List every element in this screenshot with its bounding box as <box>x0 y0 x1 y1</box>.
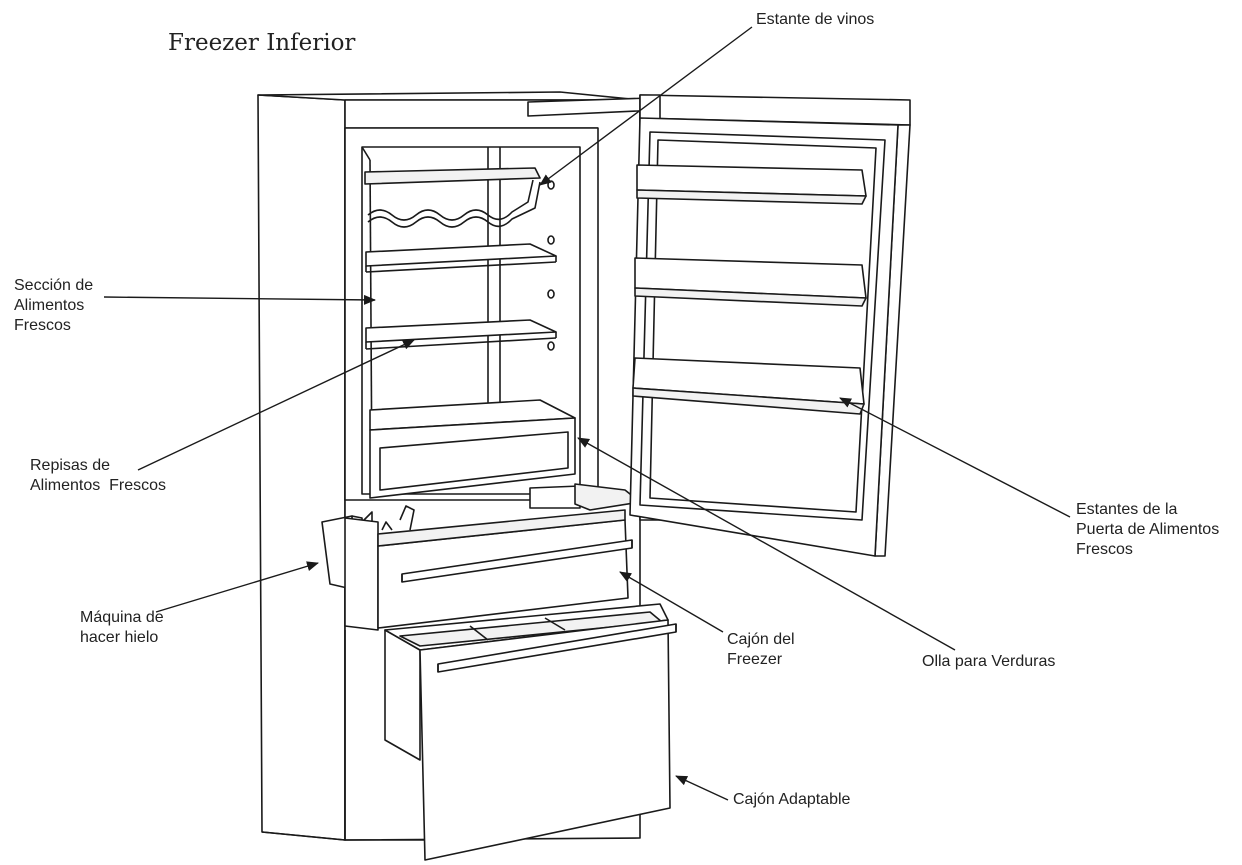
label-door-shelves: Estantes de la Puerta de Alimentos Fresc… <box>1076 500 1219 560</box>
label-vegetable-bin: Olla para Verduras <box>922 652 1055 672</box>
label-freezer-drawer: Cajón del Freezer <box>727 630 795 670</box>
label-wine-rack: Estante de vinos <box>756 10 874 30</box>
leader-adaptable-drawer <box>676 776 728 800</box>
label-fresh-food-section: Sección de Alimentos Frescos <box>14 276 93 336</box>
label-adaptable-drawer: Cajón Adaptable <box>733 790 850 810</box>
label-fresh-food-shelves: Repisas de Alimentos Frescos <box>30 456 166 496</box>
label-ice-maker: Máquina de hacer hielo <box>80 608 164 648</box>
diagram-title: Freezer Inferior <box>168 30 355 56</box>
open-door <box>630 95 910 556</box>
